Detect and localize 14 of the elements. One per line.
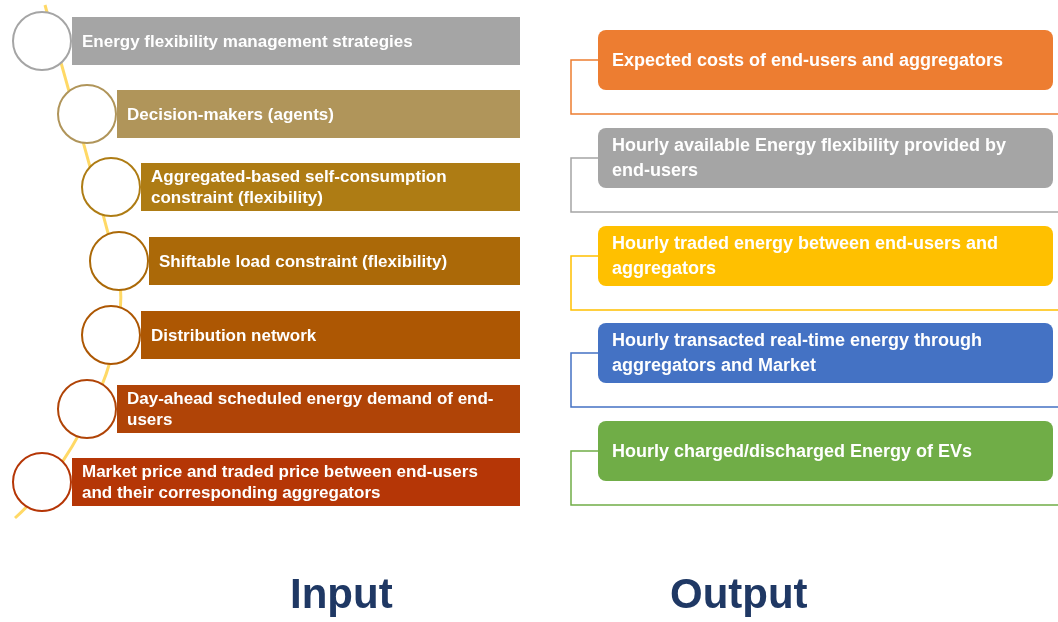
input-bar: Energy flexibility management strategies — [72, 17, 520, 65]
output-box: Hourly transacted real-time energy through aggregators and Market — [598, 323, 1053, 383]
input-bar: Shiftable load constraint (flexibility) — [149, 237, 520, 285]
input-bar: Decision-makers (agents) — [117, 90, 520, 138]
output-box: Expected costs of end-users and aggregators — [598, 30, 1053, 90]
output-box: Hourly available Energy flexibility provided by end-users — [598, 128, 1053, 188]
input-bar: Aggregated-based self-consumption constraint (flexibility) — [141, 163, 520, 211]
section-heading: Input — [290, 570, 393, 618]
section-heading: Output — [670, 570, 808, 618]
output-box: Hourly charged/discharged Energy of EVs — [598, 421, 1053, 481]
input-bar: Distribution network — [141, 311, 520, 359]
input-bar: Day-ahead scheduled energy demand of end-users — [117, 385, 520, 433]
output-box: Hourly traded energy between end-users and aggregators — [598, 226, 1053, 286]
input-bar: Market price and traded price between end-users and their corresponding aggregators — [72, 458, 520, 506]
